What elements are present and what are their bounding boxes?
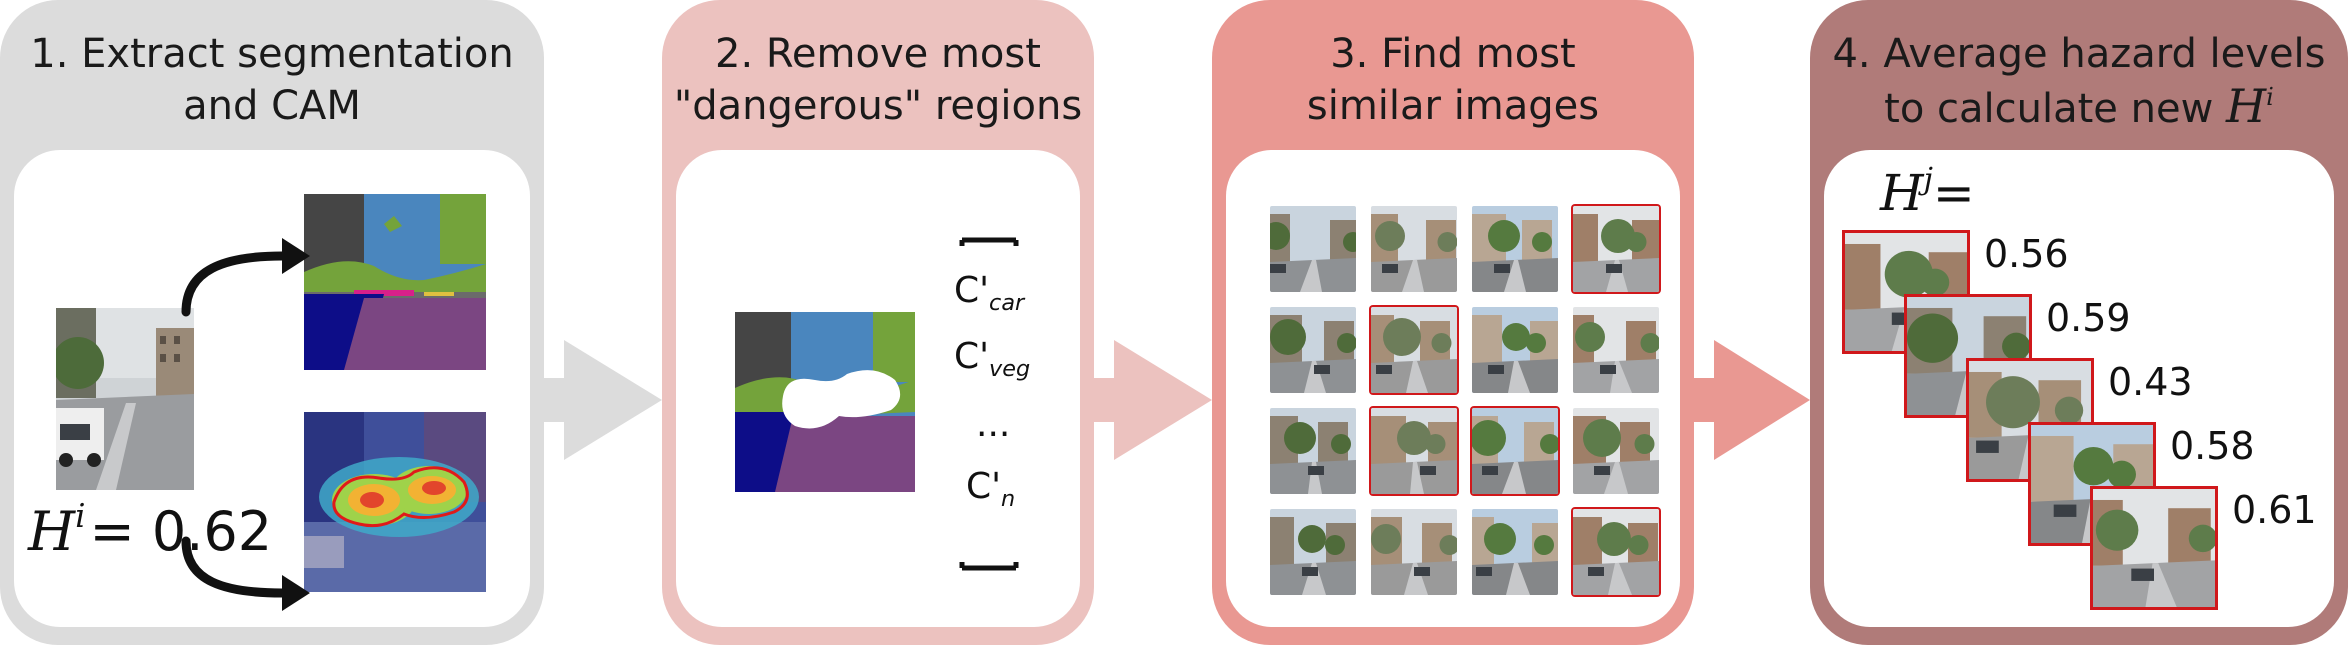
step-3-panel: 3. Find most similar images [1212,0,1694,645]
similar-image-thumbnail [1573,408,1659,494]
segmentation-map [304,194,486,370]
similar-image-thumbnail [1472,307,1558,393]
similar-images-stack: 0.56 0.59 0.43 0.58 0.61 [1824,150,2334,627]
vector-item-veg: C'veg [954,336,1031,382]
flow-arrow-2-icon [1094,340,1212,460]
flow-arrow-3-icon [1694,340,1810,460]
step-1-content: Hi= 0.62 [14,150,530,627]
masked-segmentation-map [735,312,915,492]
flow-arrow-1-icon [544,340,662,460]
step-4-content: Hj= 0.56 0.59 0.43 0.5 [1824,150,2334,627]
similar-image-thumbnail [1371,509,1457,595]
cam-heatmap [304,412,486,592]
hazard-score-label: 0.56 [1984,232,2069,276]
similar-image-thumbnail-selected [1371,307,1457,393]
vector-item-car: C'car [954,270,1025,316]
arrow-to-cam-icon [181,536,310,611]
similar-image-thumbnail [1472,206,1558,292]
step-2-content: C'car C'veg ... C'n [676,150,1080,627]
vector-ellipsis: ... [976,404,1011,445]
step-2-title: 2. Remove most "dangerous" regions [673,31,1083,129]
similar-image-thumbnail [1270,307,1356,393]
similar-image-thumbnail-selected [1573,206,1659,292]
street-view-image [56,308,194,490]
step-3-content [1226,150,1680,627]
similar-image-thumbnail-selected [1472,408,1558,494]
step-2-panel: 2. Remove most "dangerous" regions C'car [662,0,1094,645]
similar-images-grid [1270,206,1666,602]
hazard-score-label: 0.59 [2046,296,2131,340]
similar-image-thumbnail [1371,206,1457,292]
step-1-panel: 1. Extract segmentation and CAM [0,0,544,645]
arrow-to-segmentation-icon [181,238,310,317]
step-4-title: 4. Average hazard levels to calculate ne… [1832,31,2326,133]
similar-image-thumbnail [1573,307,1659,393]
similar-image-thumbnail [1270,509,1356,595]
similar-image-thumbnail-selected [1573,509,1659,595]
hj-label: Hj= [1880,162,1975,222]
similar-image-thumbnail [1472,509,1558,595]
step-1-title: 1. Extract segmentation and CAM [30,31,514,129]
similar-image-card [2090,486,2218,610]
hazard-score-label: 0.43 [2108,360,2193,404]
similar-image-thumbnail-selected [1371,408,1457,494]
hazard-score-label: 0.61 [2232,488,2317,532]
hazard-level-label: Hi= 0.62 [28,497,273,563]
vector-left-bracket [959,237,1019,571]
similar-image-thumbnail [1270,206,1356,292]
hazard-score-label: 0.58 [2170,424,2255,468]
vector-item-n: C'n [966,466,1016,512]
step-4-panel: 4. Average hazard levels to calculate ne… [1810,0,2348,645]
step-3-title: 3. Find most similar images [1306,31,1600,129]
similar-image-thumbnail [1270,408,1356,494]
